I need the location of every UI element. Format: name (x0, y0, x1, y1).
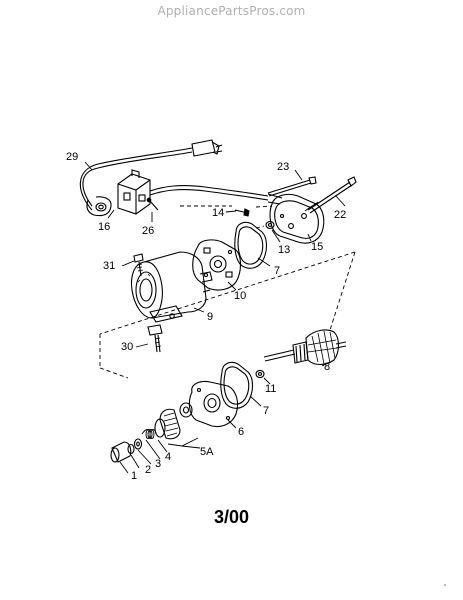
callout-22: 22 (334, 209, 346, 221)
callout-26: 26 (142, 225, 154, 237)
callout-4: 4 (165, 451, 171, 463)
callout-31: 31 (103, 260, 115, 272)
part-30-bolt (147, 324, 163, 353)
lead-wires (149, 185, 283, 205)
part-29-power-cord (79, 139, 223, 217)
scan-speck (444, 584, 446, 586)
callout-15: 15 (311, 241, 323, 253)
callout-30: 30 (121, 341, 133, 353)
callout-13: 13 (278, 244, 290, 256)
leader-lines (84, 161, 346, 474)
part-31-screw (133, 253, 144, 277)
part-15-end-cap (269, 193, 325, 244)
assembly-dashed-lines (99, 205, 356, 379)
part-26-screw (146, 197, 159, 211)
part-8-armature (263, 329, 347, 366)
callout-6: 6 (238, 426, 244, 438)
revision-date: 3/00 (213, 507, 250, 527)
callout-5a: 5A (200, 446, 214, 458)
part-6-drive-end-cap (188, 380, 239, 428)
callout-14: 14 (212, 207, 224, 219)
callout-16: 16 (98, 221, 110, 233)
callout-23: 23 (277, 161, 289, 173)
part-9-field-housing (130, 251, 213, 323)
callout-29: 29 (66, 151, 78, 163)
part-7-gasket-lower (220, 361, 254, 409)
part-11-washer (255, 369, 265, 379)
callout-3: 3 (155, 458, 161, 470)
part-5a-drive-gear (154, 402, 193, 440)
callout-8: 8 (324, 361, 330, 373)
callout-11: 11 (265, 383, 276, 395)
part-4-spring (141, 429, 157, 439)
callout-7-upper: 7 (274, 265, 280, 277)
part-22-through-bolt (304, 176, 357, 214)
part-3-washer (133, 438, 143, 450)
part-13-washer (265, 220, 275, 230)
part-14-screw (234, 208, 250, 217)
callout-1: 1 (131, 470, 137, 482)
part-23-bolt (267, 176, 317, 197)
callout-2: 2 (145, 464, 151, 476)
part-10-brush-plate (192, 239, 242, 291)
callout-7-lower: 7 (263, 405, 269, 417)
callout-labels: 29 23 14 22 16 26 13 15 31 7 10 9 30 8 1… (66, 151, 346, 482)
part-7-gasket-upper (234, 221, 268, 269)
part-16-switch-box (117, 169, 151, 215)
callout-9: 9 (207, 311, 213, 323)
watermark: AppliancePartsPros.com (157, 4, 306, 18)
callout-10: 10 (234, 290, 246, 302)
part-1-cap (110, 441, 132, 463)
